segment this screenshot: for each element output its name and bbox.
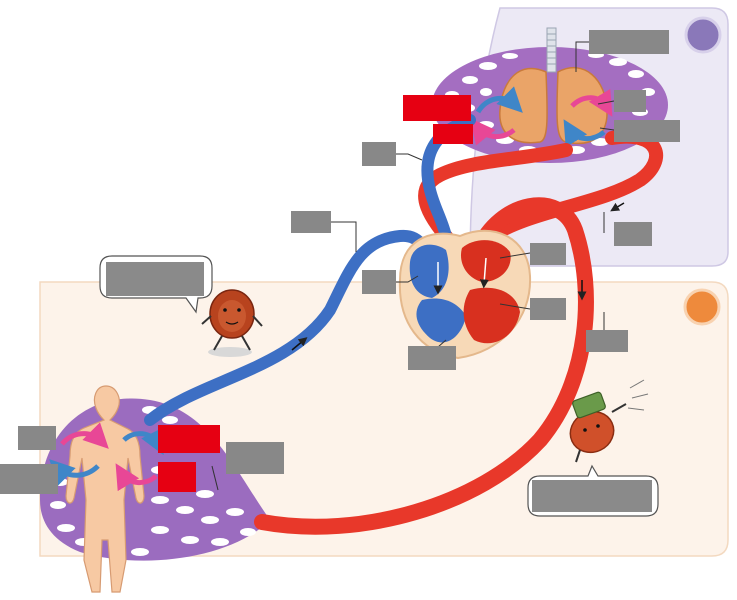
label-pulmonary-vessel — [362, 142, 396, 166]
speech-bubble-left — [99, 255, 213, 314]
vena-cava-direction-arrow — [291, 337, 308, 351]
label-lung-exchange-right-top — [614, 90, 646, 112]
lung-exchange-arrow-blue-right — [563, 119, 606, 148]
aorta — [254, 197, 594, 535]
pulmonary-vein-direction-arrow — [610, 202, 625, 212]
label-pulmonary-vein — [614, 222, 652, 246]
right-ventricle — [416, 298, 466, 343]
speech-bubble-left-text-placeholder — [106, 262, 204, 296]
orange-circle-icon — [683, 288, 721, 326]
label-body-exchange-left-top — [18, 426, 56, 450]
body-exchange-arrow-blue-left — [49, 459, 100, 486]
speech-bubble-right — [527, 464, 659, 517]
label-red-body-bottom — [158, 462, 196, 492]
label-body-exchange-left-bottom — [0, 464, 58, 494]
lung-exchange-arrow-pink-left — [470, 118, 516, 146]
lung-exchange-arrow-pink-right — [570, 88, 613, 117]
label-left-ventricle — [530, 298, 566, 320]
label-right-ventricle — [408, 346, 456, 370]
blood-cell-carrier-icon — [569, 379, 649, 463]
purple-circle-icon — [684, 16, 722, 54]
lung-exchange-arrow-blue-left — [475, 86, 523, 114]
label-lung-exchange-right-bottom — [614, 120, 680, 142]
label-trachea — [589, 30, 669, 54]
right-atrium — [409, 244, 449, 298]
label-body-capillary — [226, 442, 284, 474]
blood-cell-character-icon — [201, 289, 263, 357]
body-exchange-arrow-blue-right — [122, 427, 164, 456]
label-red-body-top — [158, 425, 220, 453]
label-vena-cava — [291, 211, 331, 233]
body-exchange-arrow-pink-left — [60, 422, 109, 449]
label-left-atrium — [530, 243, 566, 265]
vena-cava — [144, 229, 436, 426]
label-aorta — [586, 330, 628, 352]
heart — [398, 229, 532, 360]
trachea — [546, 27, 557, 73]
label-right-atrium — [362, 270, 396, 294]
label-red-lung-bottom — [433, 124, 473, 144]
speech-bubble-right-text-placeholder — [532, 480, 652, 512]
left-ventricle — [463, 287, 520, 344]
label-red-lung-top — [403, 95, 471, 121]
body-exchange-arrow-pink-right — [115, 463, 158, 492]
